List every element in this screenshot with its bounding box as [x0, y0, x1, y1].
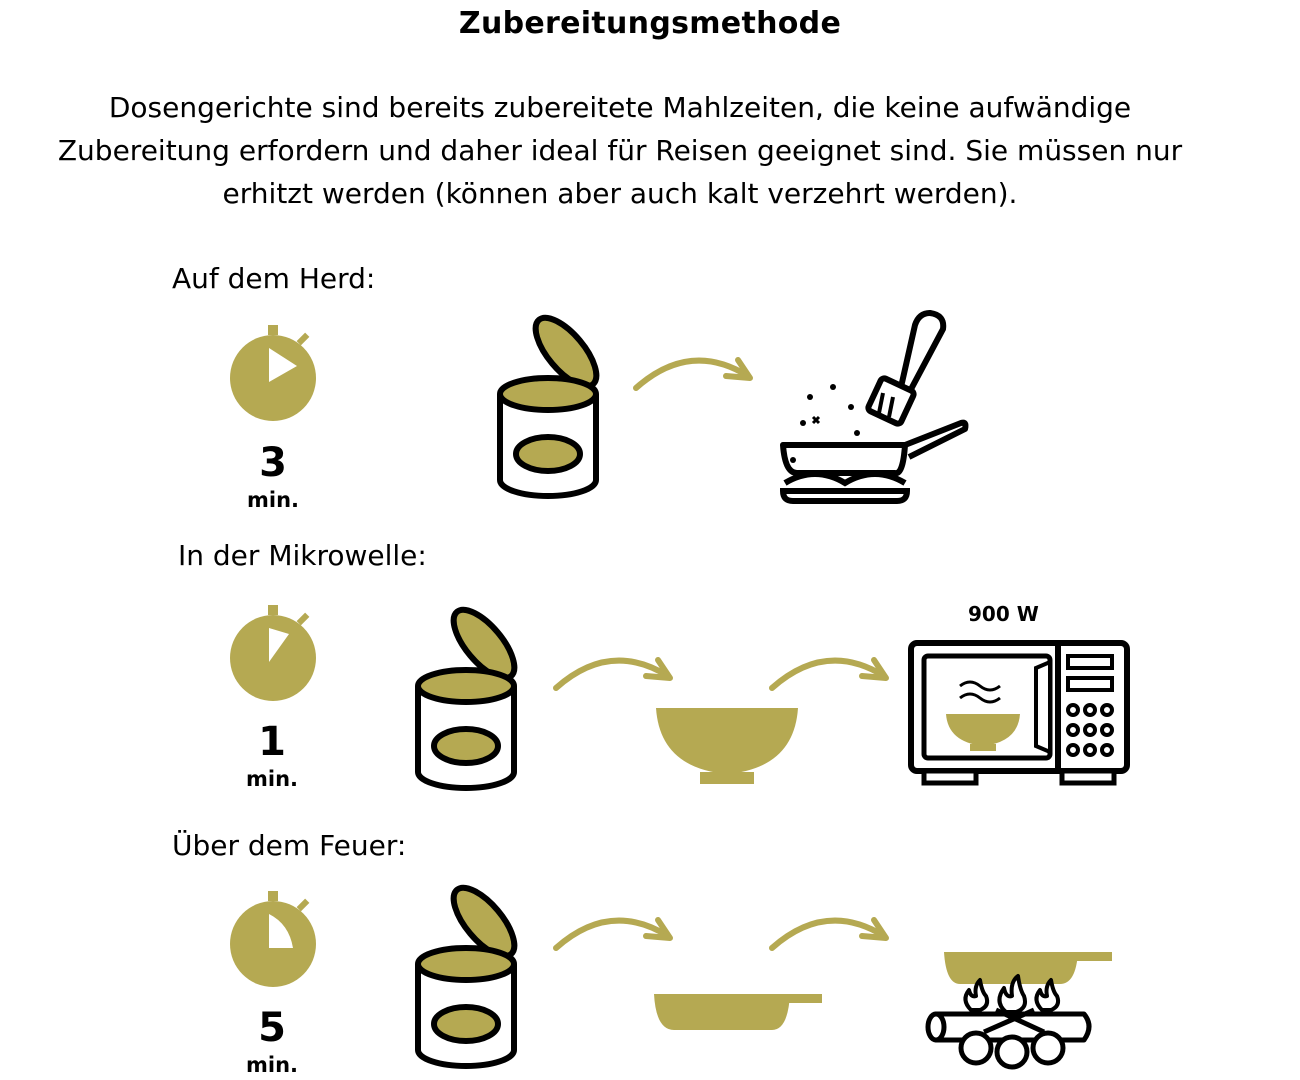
stopwatch-icon — [230, 325, 316, 421]
section-label-microwave: In der Mikrowelle: — [178, 539, 427, 572]
cook-time-value: 1 — [258, 719, 286, 765]
page-title: Zubereitungsmethode — [458, 6, 842, 41]
open-can-icon — [415, 606, 518, 791]
cook-time-unit: min. — [245, 1053, 298, 1077]
stopwatch-icon — [230, 605, 316, 701]
cook-time-value: 5 — [258, 1005, 286, 1051]
bowl-icon — [656, 708, 798, 784]
arrow-icon — [769, 657, 889, 691]
intro-text: Dosengerichte sind bereits zubereitete M… — [57, 91, 1183, 210]
arrow-icon — [553, 657, 673, 691]
frying-pan-on-stove-icon — [779, 310, 969, 504]
open-can-icon — [415, 884, 518, 1069]
cook-time-unit: min. — [246, 488, 299, 512]
pan-icon — [654, 994, 822, 1030]
section-label-stove: Auf dem Herd: — [172, 262, 376, 295]
cook-time-value: 3 — [259, 440, 287, 486]
section-label-fire: Über dem Feuer: — [172, 829, 407, 862]
arrow-icon — [553, 917, 673, 951]
arrow-icon — [769, 917, 889, 951]
arrow-icon — [633, 357, 753, 391]
pan-over-campfire-icon — [925, 952, 1112, 1070]
microwave-icon — [908, 640, 1130, 786]
open-can-icon — [497, 314, 600, 499]
microwave-power-label: 900 W — [968, 602, 1039, 626]
stopwatch-icon — [230, 891, 316, 987]
cook-time-unit: min. — [245, 767, 298, 791]
